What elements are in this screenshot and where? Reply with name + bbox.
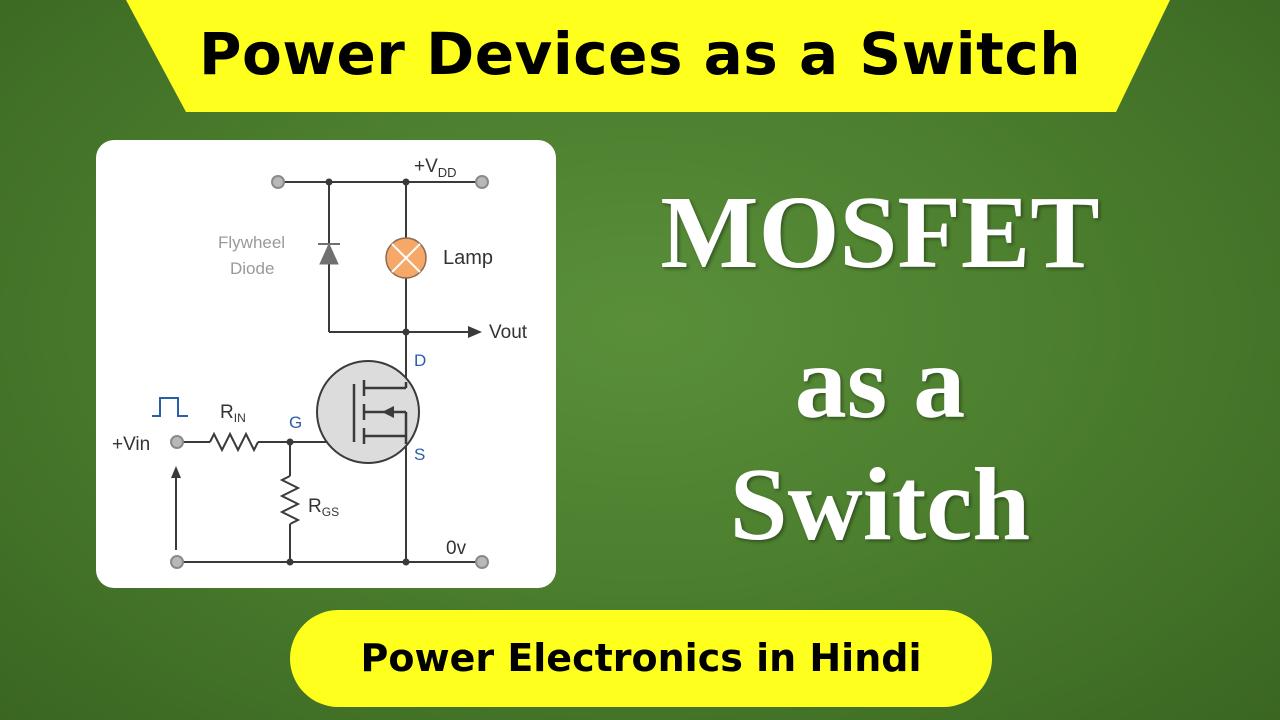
junction-dot <box>286 558 294 566</box>
drain-label: D <box>414 351 426 370</box>
vdd-terminal-right <box>475 175 489 189</box>
headline-line-3: Switch <box>729 447 1031 562</box>
vin-label: +Vin <box>112 434 150 455</box>
junction-dot <box>402 558 410 566</box>
footer-banner <box>290 610 992 707</box>
diode-label: Diode <box>230 259 274 278</box>
vdd-terminal-left <box>271 175 285 189</box>
page-title: Power Devices as a Switch <box>199 20 1081 88</box>
headline-line-1: MOSFET <box>660 175 1100 290</box>
rgs-resistor <box>279 475 301 525</box>
lamp-cross-b <box>391 243 421 273</box>
top-banner <box>126 0 1170 112</box>
vout-arrow-head <box>468 326 482 338</box>
rgs-label: RGS <box>308 496 339 519</box>
mosfet-body-arrow <box>382 406 394 418</box>
source-label: S <box>414 445 425 464</box>
vout-label: Vout <box>489 322 528 343</box>
lamp-label: Lamp <box>443 247 493 269</box>
vin-arrow-head <box>171 466 181 478</box>
rin-resistor <box>209 431 259 453</box>
vin-terminal <box>170 435 184 449</box>
ground-terminal-left <box>170 555 184 569</box>
footer-subtitle: Power Electronics in Hindi <box>360 636 922 680</box>
vdd-label: +VDD <box>414 156 457 180</box>
input-pulse-icon <box>152 397 188 417</box>
flywheel-label: Flywheel <box>218 233 285 252</box>
rin-label: RIN <box>220 402 246 425</box>
flywheel-diode-symbol <box>319 242 339 265</box>
mosfet-switch-circuit: +VDD Flywheel Diode Lamp Vout D G S RIN … <box>112 156 528 569</box>
gate-label: G <box>289 413 302 432</box>
junction-dot <box>402 328 410 336</box>
junction-dot <box>325 178 333 186</box>
junction-dot <box>286 438 294 446</box>
junction-dot <box>402 178 410 186</box>
circuit-diagram-panel: +VDD Flywheel Diode Lamp Vout D G S RIN … <box>96 140 556 588</box>
headline-line-2: as a <box>794 325 966 440</box>
ground-terminal-right <box>475 555 489 569</box>
ground-label: 0v <box>446 538 467 559</box>
